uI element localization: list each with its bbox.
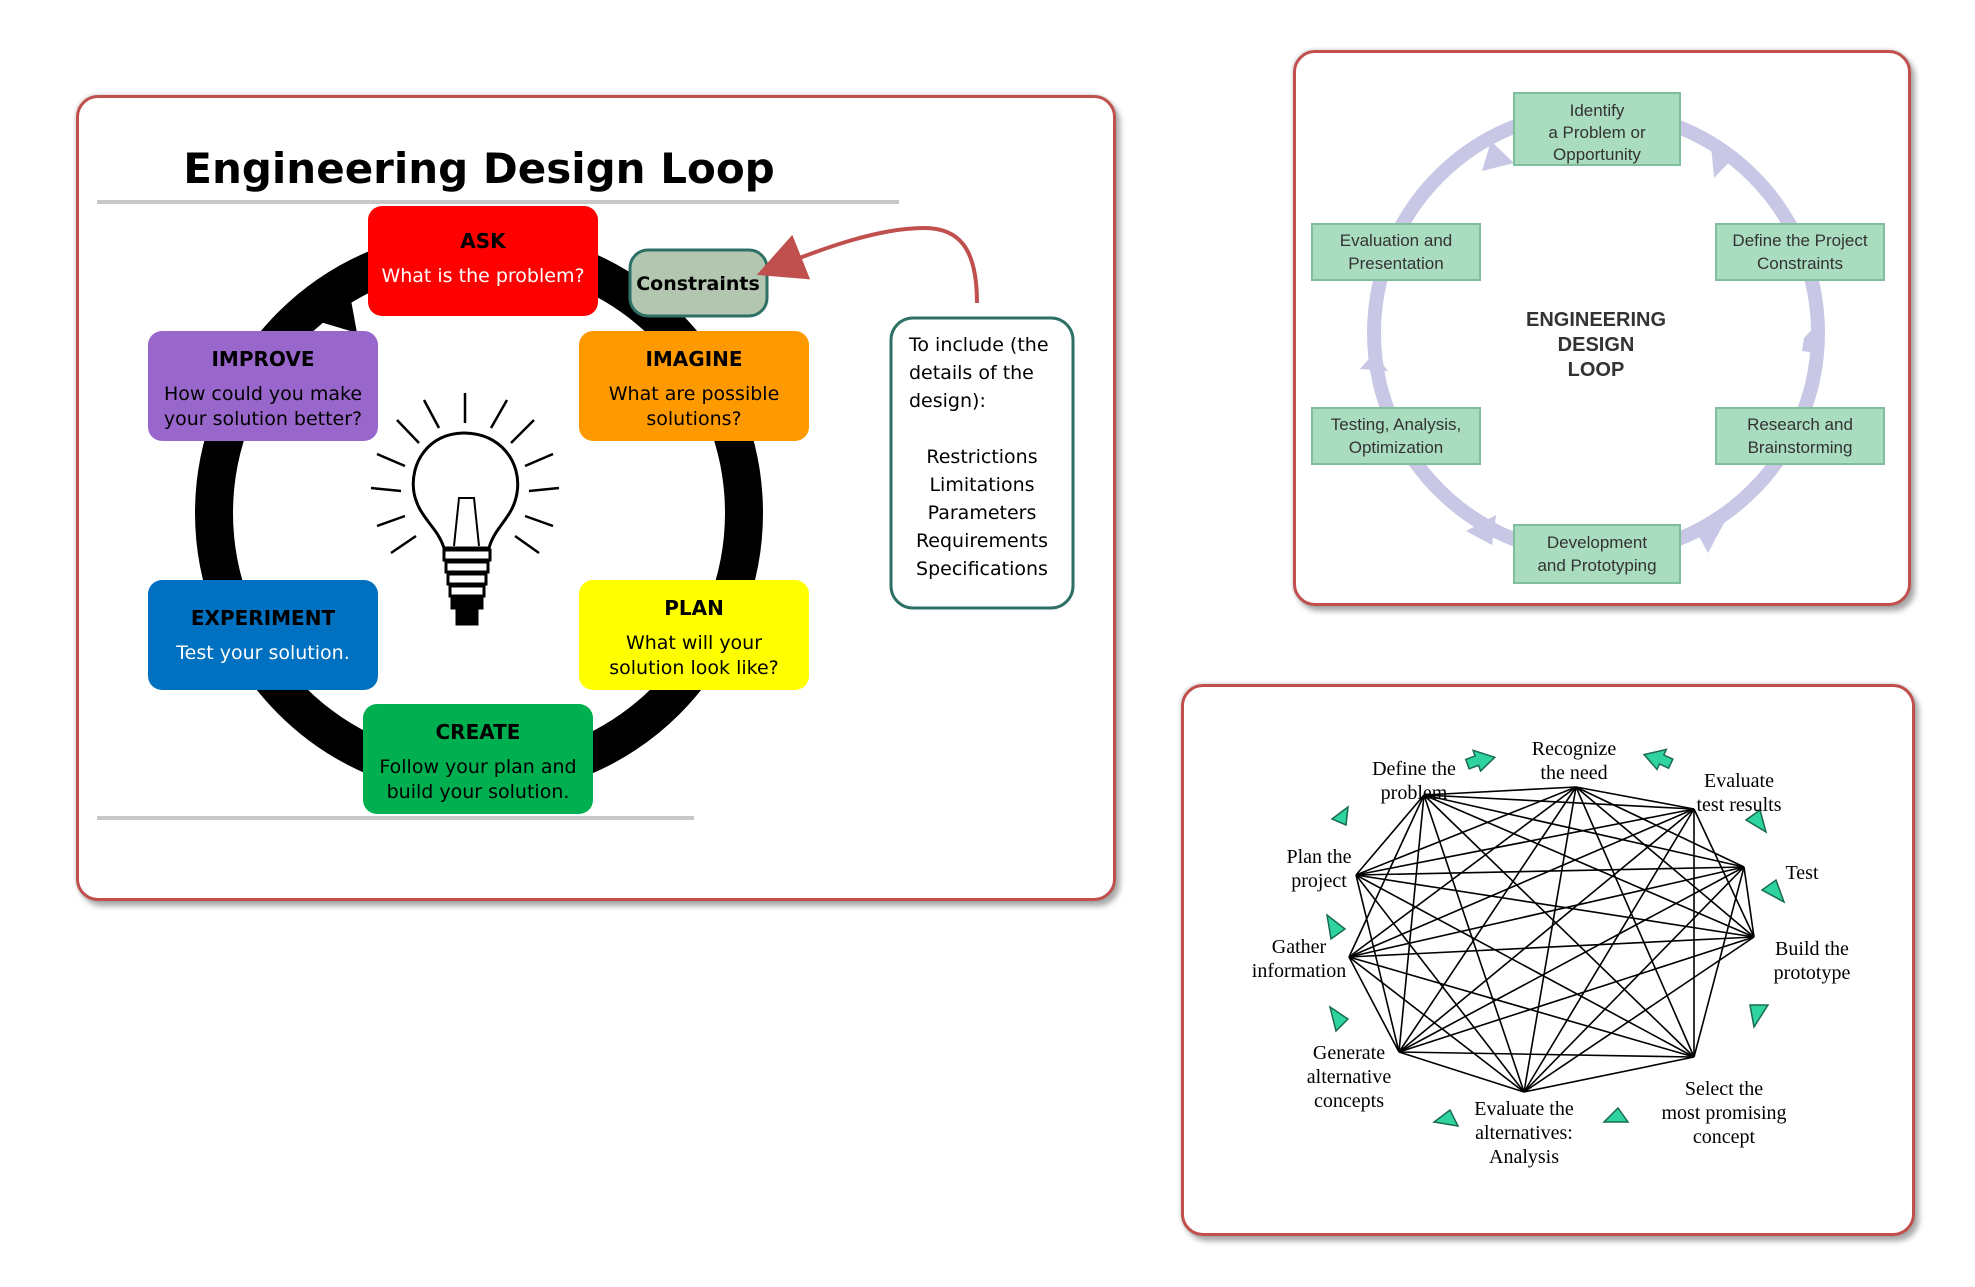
node-evaluate-alt-3: Analysis <box>1489 1146 1559 1168</box>
note-item-limitations: Limitations <box>929 474 1034 496</box>
cycle-box-identify-2: a Problem or <box>1548 123 1646 142</box>
network-diagram: Recognize the need Evaluate test results… <box>1252 738 1851 1168</box>
step-improve-label: IMPROVE <box>211 347 314 371</box>
step-experiment-label: EXPERIMENT <box>191 606 336 630</box>
step-plan-text-1: What will your <box>626 632 762 654</box>
cycle-box-evaluation: Evaluation and Presentation <box>1311 223 1481 281</box>
step-imagine-text-1: What are possible <box>609 383 780 405</box>
step-improve-text-1: How could you make <box>164 383 362 405</box>
node-generate-2: alternative <box>1307 1066 1392 1088</box>
note-item-parameters: Parameters <box>928 502 1037 524</box>
cycle-center-2: DESIGN <box>1558 334 1635 356</box>
cycle-ring <box>1367 104 1825 562</box>
loop-arrowhead <box>307 278 357 333</box>
cycle-box-development: Development and Prototyping <box>1513 524 1681 584</box>
note-intro-2: details of the <box>909 362 1034 384</box>
cycle-box-define-1: Define the Project <box>1732 231 1867 250</box>
step-create-text-1: Follow your plan and <box>379 756 576 778</box>
node-plan-2: project <box>1291 870 1347 892</box>
step-experiment: EXPERIMENT Test your solution. <box>148 580 378 690</box>
node-recognize-2: the need <box>1540 762 1607 784</box>
engineering-design-loop-cycle-panel: Identify a Problem or Opportunity Define… <box>1293 50 1911 606</box>
node-gather-2: information <box>1252 960 1346 982</box>
node-select-3: concept <box>1693 1126 1756 1148</box>
constraints-box: Constraints <box>628 248 769 318</box>
cycle-box-testing: Testing, Analysis, Optimization <box>1311 407 1481 465</box>
step-experiment-text: Test your solution. <box>175 642 350 664</box>
node-plan-1: Plan the <box>1287 846 1352 868</box>
node-build-1: Build the <box>1775 938 1849 960</box>
node-build-2: prototype <box>1774 962 1851 984</box>
node-evaluate-results-2: test results <box>1697 794 1782 816</box>
step-improve: IMPROVE How could you make your solution… <box>148 331 378 441</box>
step-improve-text-2: your solution better? <box>164 408 362 430</box>
step-imagine-label: IMAGINE <box>645 347 742 371</box>
constraints-arrow <box>756 225 979 304</box>
step-ask: ASK What is the problem? <box>368 206 598 316</box>
step-imagine: IMAGINE What are possible solutions? <box>579 331 809 441</box>
node-select-1: Select the <box>1685 1078 1763 1100</box>
step-plan-text-2: solution look like? <box>609 657 779 679</box>
node-evaluate-results-1: Evaluate <box>1704 770 1774 792</box>
node-evaluate-alt-1: Evaluate the <box>1474 1098 1574 1120</box>
design-process-network-panel: Recognize the need Evaluate test results… <box>1181 684 1915 1236</box>
cycle-box-define: Define the Project Constraints <box>1715 223 1885 281</box>
step-create-label: CREATE <box>436 720 521 744</box>
note-intro-3: design): <box>909 390 986 412</box>
cycle-box-development-2: and Prototyping <box>1537 556 1656 575</box>
cycle-box-testing-1: Testing, Analysis, <box>1331 415 1461 434</box>
note-item-requirements: Requirements <box>916 530 1048 552</box>
cycle-arrowheads <box>1360 141 1818 553</box>
cycle-box-development-1: Development <box>1547 533 1647 552</box>
cycle-box-research: Research and Brainstorming <box>1715 407 1885 465</box>
step-create: CREATE Follow your plan and build your s… <box>363 704 593 814</box>
note-item-specifications: Specifications <box>916 558 1048 580</box>
cycle-box-research-1: Research and <box>1747 415 1853 434</box>
lightbulb-icon <box>370 393 560 626</box>
note-intro-1: To include (the <box>908 334 1049 356</box>
node-test: Test <box>1785 862 1818 884</box>
cycle-box-identify-1: Identify <box>1570 101 1625 120</box>
cycle-diagram: Identify a Problem or Opportunity Define… <box>1311 92 1885 584</box>
cycle-box-identify: Identify a Problem or Opportunity <box>1513 92 1681 166</box>
engineering-design-loop-panel: Engineering Design Loop <box>76 95 1116 901</box>
node-define-1: Define the <box>1372 758 1456 780</box>
node-generate-3: concepts <box>1314 1090 1384 1112</box>
cycle-center-1: ENGINEERING <box>1526 309 1666 331</box>
cycle-box-research-2: Brainstorming <box>1748 438 1853 457</box>
diagram-title: Engineering Design Loop <box>183 144 775 193</box>
network-green-arrows <box>1325 748 1786 1127</box>
step-plan-label: PLAN <box>664 596 724 620</box>
step-imagine-text-2: solutions? <box>646 408 741 430</box>
step-plan: PLAN What will your solution look like? <box>579 580 809 690</box>
cycle-center-3: LOOP <box>1568 359 1625 381</box>
step-create-text-2: build your solution. <box>387 781 570 803</box>
node-define-2: problem <box>1381 782 1448 804</box>
cycle-center-title: ENGINEERING DESIGN LOOP <box>1526 309 1666 381</box>
network-connections <box>1348 786 1755 1093</box>
node-select-2: most promising <box>1661 1102 1786 1124</box>
node-recognize-1: Recognize <box>1532 738 1617 760</box>
cycle-box-define-2: Constraints <box>1757 254 1843 273</box>
note-item-restrictions: Restrictions <box>926 446 1037 468</box>
step-ask-label: ASK <box>460 229 507 253</box>
note-box: To include (the details of the design): … <box>889 316 1075 610</box>
step-ask-text: What is the problem? <box>381 265 584 287</box>
cycle-box-testing-2: Optimization <box>1349 438 1443 457</box>
node-evaluate-alt-2: alternatives: <box>1475 1122 1573 1144</box>
loop-diagram: Engineering Design Loop <box>97 144 1075 820</box>
cycle-box-evaluation-2: Presentation <box>1348 254 1443 273</box>
cycle-box-identify-3: Opportunity <box>1553 145 1641 164</box>
node-generate-1: Generate <box>1313 1042 1385 1064</box>
cycle-box-evaluation-1: Evaluation and <box>1340 231 1452 250</box>
node-gather-1: Gather <box>1272 936 1327 958</box>
constraints-label: Constraints <box>636 273 760 295</box>
